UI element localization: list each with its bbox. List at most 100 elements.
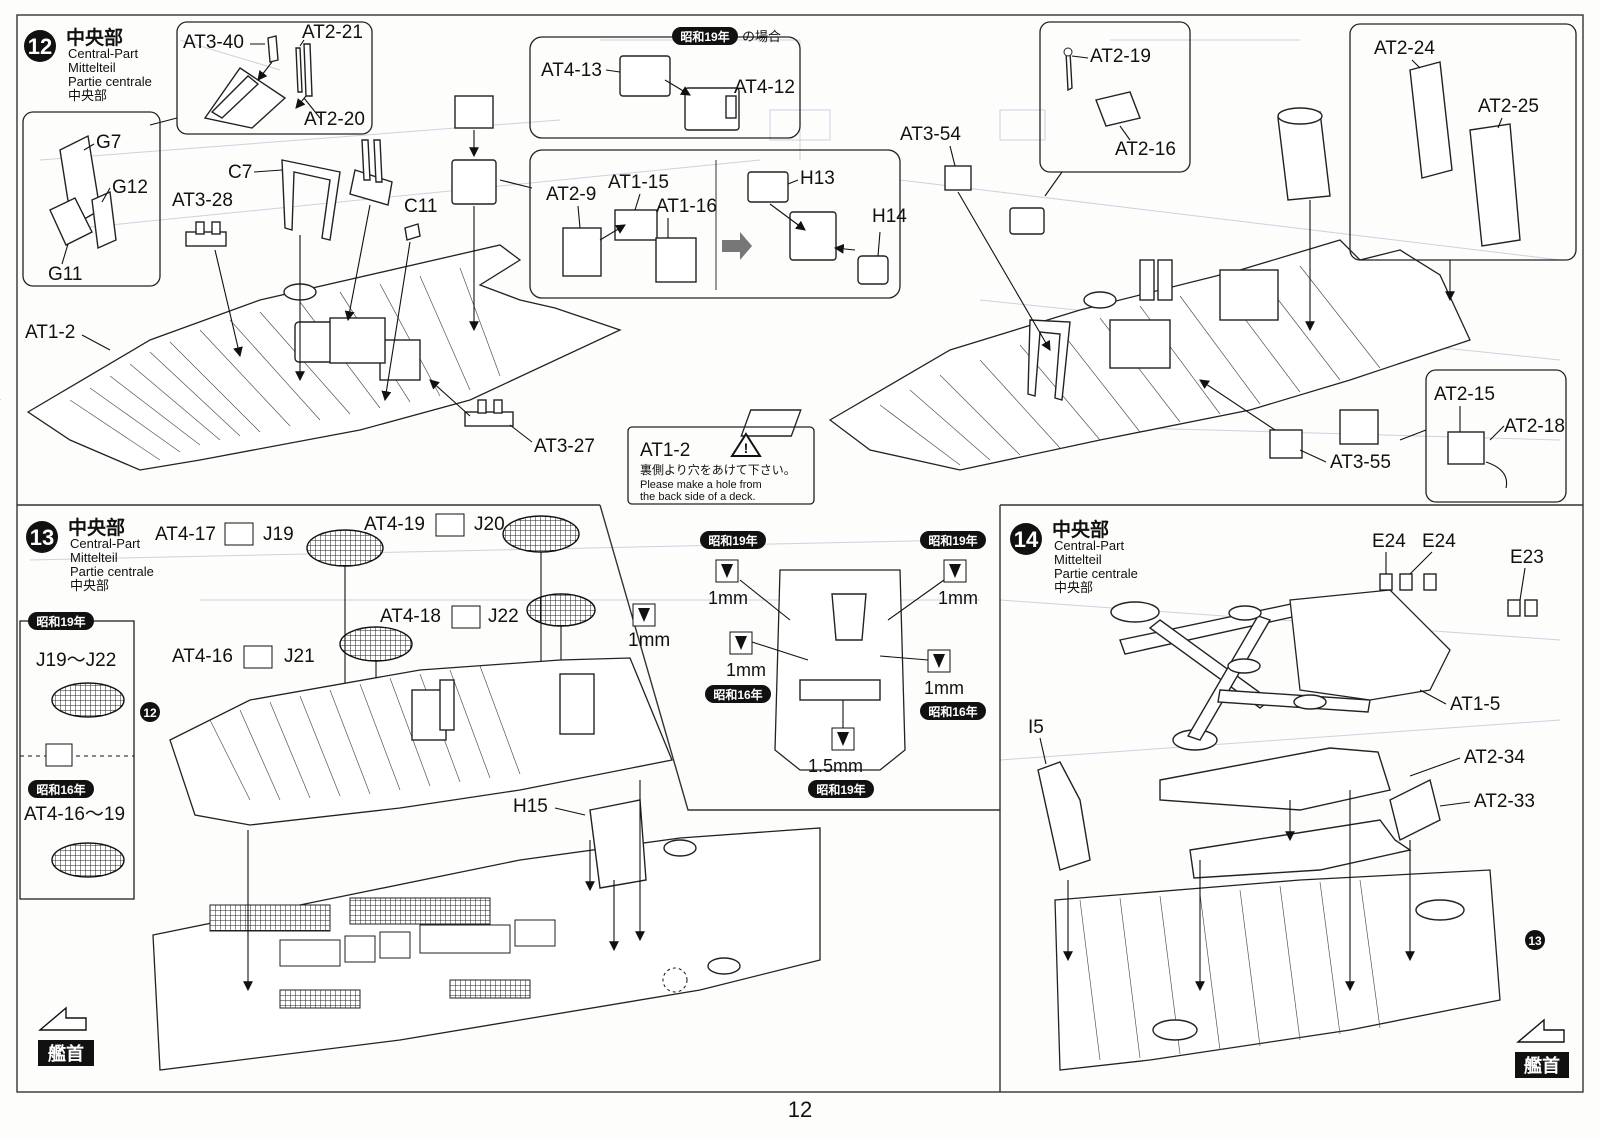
- platform-labels: AT4-17 J19 AT4-19 J20 AT4-18 J22 AT4-16 …: [155, 513, 519, 669]
- label-at3-27: AT3-27: [534, 436, 595, 457]
- drill-label-3: 1mm: [726, 660, 766, 680]
- label-c7: C7: [228, 162, 252, 183]
- label-at3-28: AT3-28: [172, 190, 233, 211]
- step-title: 中央部: [66, 26, 123, 49]
- ref-step-12: 12: [143, 706, 157, 720]
- badge-s16-b: 昭和16年: [928, 704, 977, 719]
- step-number: 14: [1014, 527, 1039, 552]
- part-c7: C7: [228, 159, 341, 382]
- label-at3-55: AT3-55: [1330, 452, 1391, 473]
- inset-at3-40: AT3-40 AT2-21 AT2-20: [149, 21, 373, 135]
- label-at1-2: AT1-2: [25, 322, 75, 343]
- drill-diagram: 昭和19年 昭和19年 昭和16年 昭和16年 昭和19年 1mm 1mm 1m…: [700, 531, 986, 798]
- label-e24-b: E24: [1422, 531, 1456, 552]
- label-e24-a: E24: [1372, 531, 1406, 552]
- part-at2-20-assembly: [344, 139, 393, 322]
- label-at1-15: AT1-15: [608, 172, 669, 193]
- label-i5: I5: [1028, 717, 1044, 738]
- label-c11: C11: [404, 196, 437, 217]
- ref-step-13: 13: [1528, 934, 1542, 948]
- step-12-deck: AT1-2: [0, 244, 622, 471]
- inset-g-parts: G7 G12 G11: [22, 111, 161, 287]
- part-c11: C11: [381, 196, 437, 402]
- step-13-hull: H15: [152, 780, 821, 1071]
- variant-box-h13: AT2-9 AT1-15 AT1-16 H13 H14: [529, 149, 907, 299]
- label-at4-12: AT4-12: [734, 77, 795, 98]
- label-at2-19: AT2-19: [1090, 46, 1151, 67]
- step-number: 13: [30, 525, 54, 550]
- drill-label-2: 1mm: [938, 588, 978, 608]
- step-title-fr: Partie centrale: [1054, 566, 1138, 581]
- label-j22: J22: [488, 606, 519, 627]
- panel-frames: [16, 14, 1584, 1093]
- label-at4-16: AT4-16: [172, 646, 233, 667]
- label-at2-34: AT2-34: [1464, 747, 1525, 768]
- label-at1-5: AT1-5: [1450, 694, 1500, 715]
- note-part: AT1-2: [640, 440, 690, 461]
- bow-label: 艦首: [48, 1043, 84, 1064]
- label-at4-16-19: AT4-16〜19: [24, 804, 125, 825]
- drill-label-5: 1.5mm: [808, 756, 863, 776]
- label-at2-33: AT2-33: [1474, 791, 1535, 812]
- badge-s19-c: 昭和19年: [816, 782, 865, 797]
- bow-indicator-14: 艦首: [1515, 1018, 1569, 1078]
- label-j21: J21: [284, 646, 315, 667]
- drill-marker-13: 1mm: [628, 603, 670, 651]
- badge-s16: 昭和16年: [36, 782, 85, 797]
- inset-at2-15: AT2-15 AT2-18 AT3-55: [1199, 369, 1567, 503]
- step-number-badge: [24, 30, 56, 62]
- inset-at2-24: AT2-24 AT2-25: [1277, 23, 1577, 332]
- drill-label-4: 1mm: [924, 678, 964, 698]
- label-at2-20: AT2-20: [304, 109, 365, 130]
- step-title: 中央部: [1052, 518, 1109, 541]
- step-title-de: Mittelteil: [68, 60, 116, 75]
- label-h14: H14: [872, 206, 907, 227]
- label-h15: H15: [513, 796, 548, 817]
- bow-label: 艦首: [1524, 1055, 1560, 1076]
- part-stack-s12: [451, 95, 533, 332]
- label-j19: J19: [263, 524, 294, 545]
- label-at4-13: AT4-13: [541, 60, 602, 81]
- part-at3-54: AT3-54: [900, 124, 1051, 351]
- label-g12: G12: [112, 177, 148, 198]
- step-title-fr: Partie centrale: [68, 74, 152, 89]
- label-at3-54: AT3-54: [900, 124, 961, 145]
- badge-case-suffix: の場合: [742, 29, 781, 44]
- label-h13: H13: [800, 168, 835, 189]
- label-at2-9: AT2-9: [546, 184, 596, 205]
- step-title-de: Mittelteil: [70, 550, 118, 565]
- badge-s19: 昭和19年: [680, 29, 729, 44]
- step-title-en: Central-Part: [68, 46, 138, 61]
- label-at4-17: AT4-17: [155, 524, 216, 545]
- label-at2-24: AT2-24: [1374, 38, 1435, 59]
- part-at3-28: AT3-28: [172, 190, 243, 358]
- label-1mm: 1mm: [628, 630, 670, 651]
- badge-row: 昭和19年 昭和19年 昭和16年 昭和16年 昭和19年: [700, 531, 986, 798]
- inset-variants-13: 昭和19年 J19〜J22 昭和16年 AT4-16〜19: [19, 612, 135, 900]
- badge-s16-a: 昭和16年: [713, 687, 762, 702]
- bow-indicator-13: 艦首: [38, 1006, 94, 1066]
- svg-text:!: !: [744, 440, 749, 456]
- note-en-2: the back side of a deck.: [640, 491, 756, 503]
- label-j20: J20: [474, 514, 505, 535]
- label-at2-15: AT2-15: [1434, 384, 1495, 405]
- ghost-background: [29, 39, 1561, 761]
- step-13-deck: 12: [140, 657, 673, 826]
- label-g11: G11: [48, 264, 83, 285]
- step-title-jp: 中央部: [1054, 580, 1093, 595]
- label-at2-21: AT2-21: [302, 22, 363, 43]
- note-jp: 裏側より穴をあけて下さい。: [640, 462, 796, 477]
- step-14-walls: AT2-34 AT2-33 I5: [1028, 717, 1535, 879]
- step-12-header: 12 中央部 Central-Part Mittelteil Partie ce…: [24, 26, 152, 103]
- inset-at2-19: AT2-19 AT2-16: [1009, 21, 1191, 235]
- label-e23: E23: [1510, 547, 1544, 568]
- variant-box-s19: 昭和19年 の場合 AT4-13 AT4-12: [529, 27, 801, 139]
- step-14-header: 14 中央部 Central-Part Mittelteil Partie ce…: [1010, 518, 1138, 595]
- badge-s19: 昭和19年: [36, 614, 85, 629]
- label-at2-16: AT2-16: [1115, 139, 1176, 160]
- page-number: 12: [788, 1097, 812, 1122]
- badge-s19-b: 昭和19年: [928, 533, 977, 548]
- label-at2-25: AT2-25: [1478, 96, 1539, 117]
